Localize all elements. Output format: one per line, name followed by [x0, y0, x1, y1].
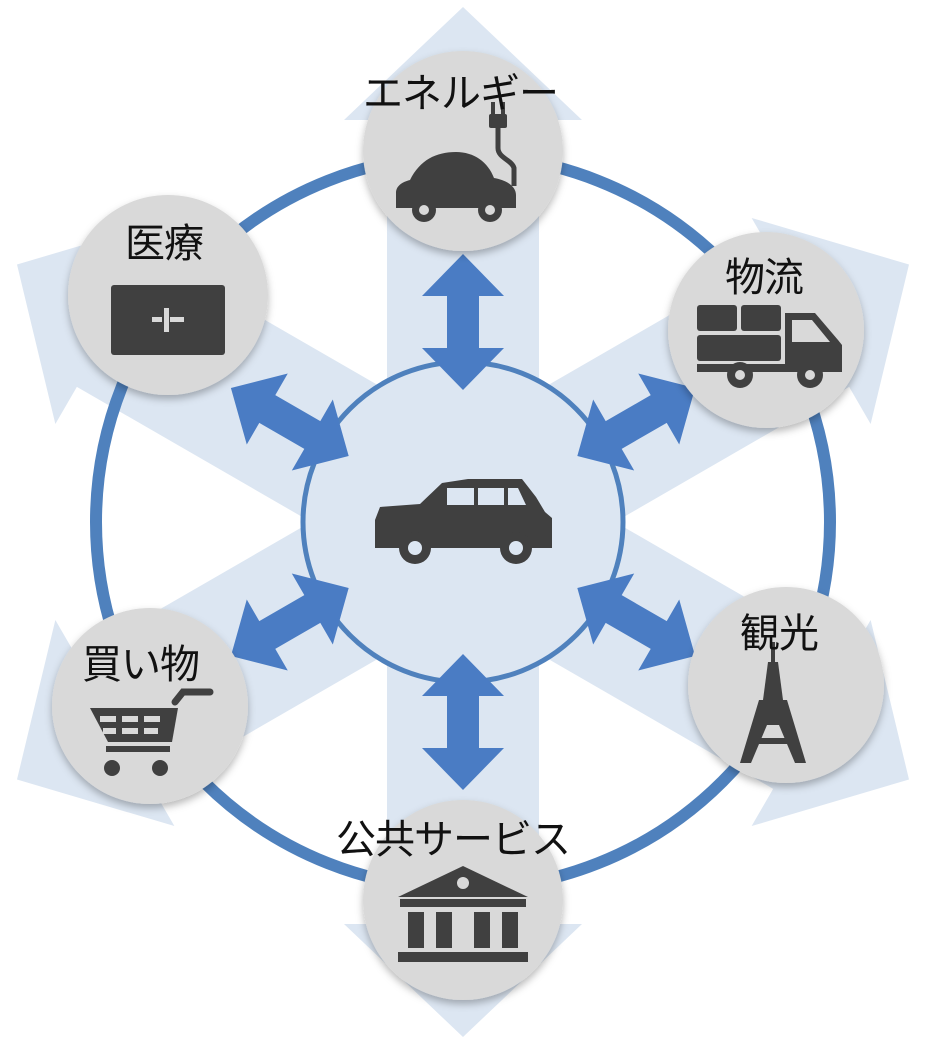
node-label-energy: エネルギー — [363, 74, 558, 114]
node-shopping — [52, 608, 248, 804]
node-label-tourism: 観光 — [740, 614, 818, 654]
node-label-medical: 医療 — [125, 224, 203, 264]
node-label-shopping: 買い物 — [82, 645, 199, 685]
node-label-logistics: 物流 — [725, 258, 803, 298]
node-label-public: 公共サービス — [336, 820, 570, 860]
node-circle-shopping — [52, 608, 248, 804]
medical-bag-icon — [111, 285, 225, 355]
